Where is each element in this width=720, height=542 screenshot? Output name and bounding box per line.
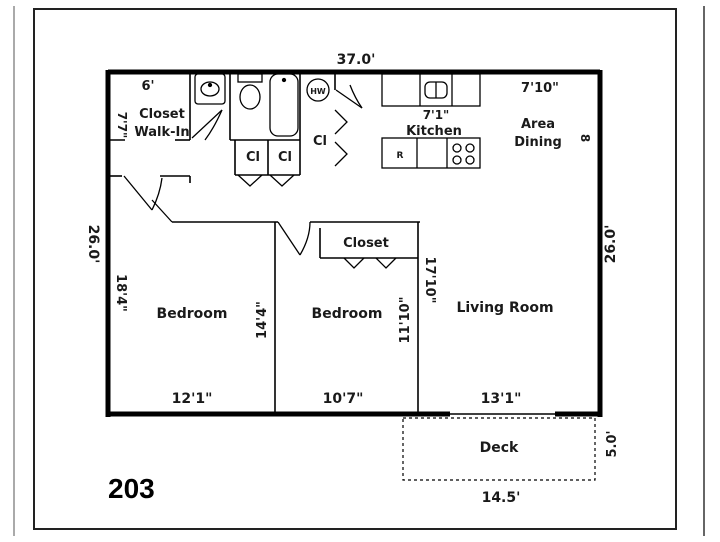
bedroom1-label: Bedroom: [157, 306, 228, 322]
dining-mark: 8: [578, 134, 592, 142]
overall-depth-right-dim: 26.0': [603, 225, 619, 264]
overall-width-dim: 37.0': [337, 52, 376, 68]
burner-icon: [452, 143, 462, 153]
toilet-tank: [237, 73, 263, 83]
bedroom2-depth-dim: 14'4": [255, 301, 270, 339]
sink-icon: [200, 81, 220, 97]
interior-walls: [108, 72, 420, 414]
burner-icon: [465, 143, 475, 153]
counter-bottom: [381, 137, 481, 169]
living-depth-dim: 17'10": [422, 257, 437, 304]
water-heater-icon: [306, 78, 330, 102]
unit-number: 203: [108, 473, 155, 504]
closet-walkin-label-2: Walk-In: [134, 125, 189, 140]
water-heater-label: HW: [310, 87, 326, 96]
overall-depth-left-dim: 26.0': [85, 225, 101, 264]
bedroom2-label: Bedroom: [312, 306, 383, 322]
bedroom2-depth2-dim: 11'10": [398, 297, 413, 344]
bedroom2-closet-label: Closet: [343, 236, 389, 251]
closet-label-cl2: Cl: [278, 150, 292, 165]
bedroom1-depth-dim: 18'4": [113, 274, 128, 312]
deck-depth-dim: 5.0': [605, 430, 620, 457]
bathtub-icon: [269, 73, 299, 137]
closet-walkin-label-1: Closet: [139, 107, 185, 122]
bedroom1-width-dim: 12'1": [172, 391, 213, 407]
dining-width-dim: 7'10": [521, 81, 559, 96]
dining-label-2: Dining: [514, 135, 562, 150]
sink-cabinet: [194, 73, 226, 105]
living-room-label: Living Room: [456, 300, 553, 316]
toilet-icon: [239, 84, 261, 110]
dining-label-1: Area: [521, 117, 555, 132]
closet-label-cl1: Cl: [246, 150, 260, 165]
burner-icon: [452, 155, 462, 165]
counter-top: [381, 73, 481, 107]
deck-label: Deck: [480, 440, 519, 456]
closet-label-cl3: Cl: [313, 134, 327, 149]
kitchen-width-dim: 7'1": [423, 108, 450, 122]
door-swings: [123, 84, 397, 269]
page-frame: [33, 8, 677, 530]
closet-walkin-depth-dim: 7'7": [115, 112, 129, 139]
range-label: R: [397, 151, 404, 161]
living-width-dim: 13'1": [481, 391, 522, 407]
deck-outline: [402, 417, 596, 481]
kitchen-label: Kitchen: [406, 124, 462, 139]
deck-width-dim: 14.5': [482, 490, 521, 506]
closet-walkin-width-dim: 6': [141, 79, 154, 94]
burner-icon: [465, 155, 475, 165]
kitchen-fixtures: [381, 73, 481, 169]
bedroom2-width-dim: 10'7": [323, 391, 364, 407]
bath-fixtures: HW: [194, 73, 330, 137]
